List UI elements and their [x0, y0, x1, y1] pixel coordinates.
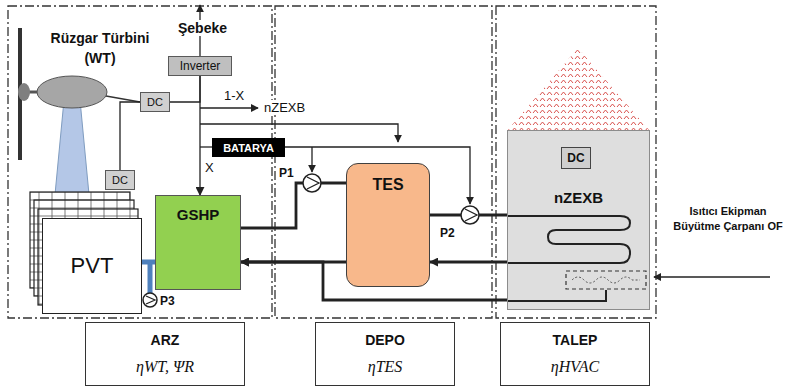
- converter-label: DC: [112, 174, 128, 186]
- pump-symbol: [143, 293, 157, 307]
- heating-coil: [508, 216, 630, 263]
- converter-box: DC: [561, 147, 591, 169]
- return-pipe: [508, 290, 606, 301]
- battery-box: BATARYA: [212, 138, 285, 157]
- connector: [199, 76, 200, 195]
- efficiency-symbol: ηTES: [368, 358, 403, 376]
- storage-tank: TES: [346, 163, 430, 287]
- grid-label: Şebeke: [175, 20, 230, 36]
- label-holder: P3: [160, 294, 175, 308]
- label-holder: nZEXB: [262, 100, 307, 115]
- pump-label: P1: [279, 166, 294, 180]
- pvt-panel: PVT: [42, 218, 142, 314]
- building-roof: [507, 48, 650, 131]
- share-label: 1-X: [224, 88, 244, 103]
- building-box: nZEXB DC: [507, 130, 650, 310]
- storage-label: TES: [372, 176, 403, 194]
- pump-label: P2: [440, 226, 455, 240]
- ground-pipe: [148, 262, 153, 293]
- demand-box: TALEP ηHVAC: [500, 322, 650, 386]
- target-label: nZEXB: [262, 100, 307, 115]
- connector: [241, 183, 346, 228]
- label-holder: Isıtıcı Ekipman Büyütme Çarpanı OF: [668, 204, 788, 234]
- heat-pump-label: GSHP: [177, 206, 220, 223]
- pump-symbol: [146, 296, 155, 304]
- connector: [170, 76, 200, 102]
- heat-pump-box: GSHP: [155, 195, 241, 290]
- heater-coil: [572, 277, 640, 283]
- turbine-nacelle: [37, 76, 107, 108]
- inverter-box: Inverter: [168, 56, 232, 76]
- battery-label: BATARYA: [223, 142, 274, 154]
- building-label: nZEXB: [554, 189, 603, 206]
- connector: [142, 260, 155, 265]
- connector: [120, 102, 140, 170]
- pump-symbol: [465, 209, 477, 221]
- demand-region: [496, 6, 656, 318]
- connector: [430, 261, 507, 264]
- converter-box: DC: [140, 92, 170, 112]
- building-wire: [200, 107, 258, 108]
- label-holder: P1: [279, 166, 294, 180]
- component-title: Rüzgar Türbini (WT): [35, 28, 165, 68]
- pump-label: P3: [160, 294, 175, 308]
- label-holder: Şebeke: [175, 20, 230, 36]
- efficiency-symbol: ηWT, ΨR: [136, 358, 194, 376]
- label-holder: Rüzgar Türbini (WT): [35, 28, 165, 68]
- converter-label: DC: [147, 96, 163, 108]
- inverter-label: Inverter: [180, 59, 221, 73]
- section-heading: TALEP: [553, 332, 598, 348]
- turbine-tower: [54, 100, 90, 205]
- heater-outline: [566, 271, 646, 289]
- pump-symbol: [461, 206, 479, 224]
- converter-label: DC: [567, 151, 584, 165]
- storage-box: DEPO ηTES: [315, 322, 455, 386]
- label-holder: P2: [440, 226, 455, 240]
- pump-wire: [311, 147, 312, 172]
- label-holder: X: [205, 160, 214, 175]
- edge-label: X: [205, 160, 214, 175]
- converter-box: DC: [105, 170, 135, 190]
- efficiency-symbol: ηHVAC: [551, 358, 600, 376]
- pump-symbol: [307, 177, 319, 189]
- storage-region: [275, 6, 492, 318]
- section-heading: ARZ: [151, 332, 180, 348]
- battery-wire: [200, 146, 212, 147]
- turbine-wire: [106, 96, 140, 102]
- pvt-label: PVT: [71, 253, 114, 279]
- supply-region: [8, 6, 272, 318]
- callout-note: Isıtıcı Ekipman Büyütme Çarpanı OF: [668, 204, 788, 234]
- pump-symbol: [303, 174, 321, 192]
- supply-box: ARZ ηWT, ΨR: [85, 322, 245, 386]
- section-heading: DEPO: [365, 332, 405, 348]
- leader-arrow: [654, 276, 770, 277]
- label-holder: 1-X: [224, 88, 244, 103]
- turbine-hub: [18, 83, 30, 101]
